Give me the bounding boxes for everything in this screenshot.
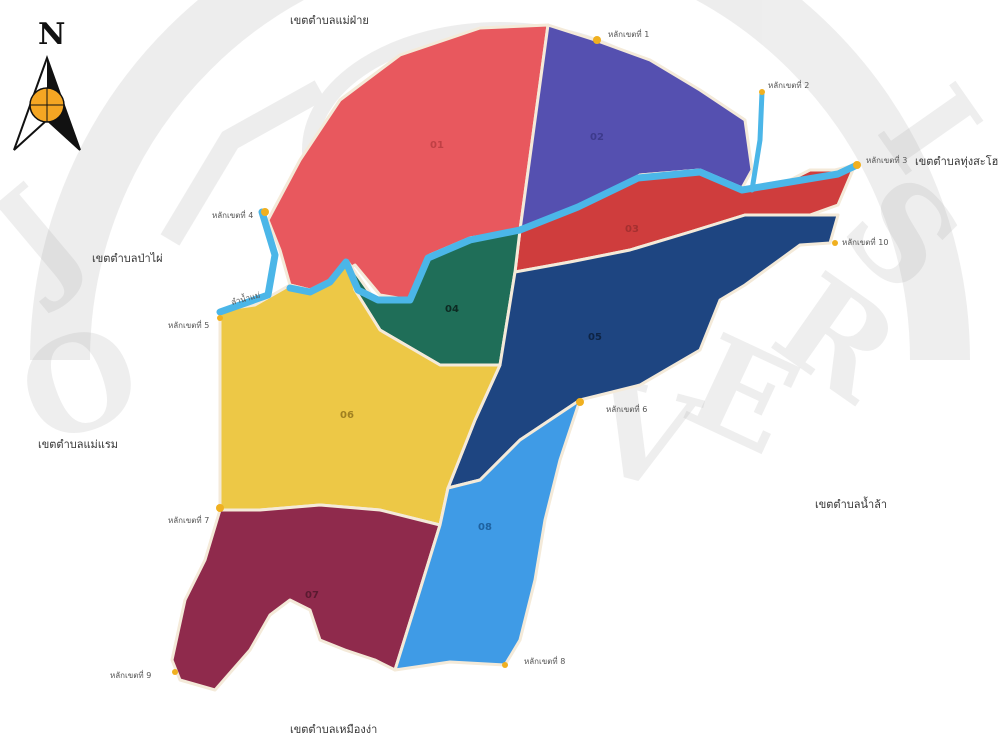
svg-text:หลักเขตที่ 10: หลักเขตที่ 10 [842,236,888,247]
svg-text:หลักเขตที่ 7: หลักเขตที่ 7 [168,514,209,525]
svg-text:เขตตำบลน้ำล้า: เขตตำบลน้ำล้า [815,496,887,511]
north-arrow-icon: N [13,17,81,151]
marker-1 [593,36,601,44]
svg-text:หลักเขตที่ 2: หลักเขตที่ 2 [768,79,809,90]
svg-text:02: 02 [590,132,604,143]
svg-text:เขตตำบลเหมืองง่า: เขตตำบลเหมืองง่า [290,723,377,736]
svg-text:07: 07 [305,590,319,601]
tributary-stream [749,89,765,193]
svg-text:เขตตำบลป่าไผ่: เขตตำบลป่าไผ่ [92,252,163,265]
marker-6 [576,398,584,406]
svg-text:เขตตำบลทุ่งสะโฮ: เขตตำบลทุ่งสะโฮ [915,154,998,168]
svg-text:06: 06 [340,410,354,421]
zone-08 [393,398,582,672]
svg-text:03: 03 [625,224,639,235]
svg-text:หลักเขตที่ 6: หลักเขตที่ 6 [606,403,647,414]
svg-text:เขตตำบลแม่ฝ่าย: เขตตำบลแม่ฝ่าย [290,14,369,27]
svg-text:หลักเขตที่ 5: หลักเขตที่ 5 [168,319,209,330]
svg-text:05: 05 [588,332,602,343]
marker-10 [832,240,838,246]
svg-text:หลักเขตที่ 4: หลักเขตที่ 4 [212,209,253,220]
marker-2 [759,89,765,95]
marker-8 [502,662,508,668]
marker-5 [217,315,223,321]
svg-text:หลักเขตที่ 9: หลักเขตที่ 9 [110,669,151,680]
zone-labels: 01 02 03 04 05 06 07 08 [305,132,639,601]
svg-text:เขตตำบลแม่แรม: เขตตำบลแม่แรม [38,438,118,451]
marker-9 [172,669,178,675]
marker-7 [216,504,224,512]
zone-07 [170,503,442,692]
zones [170,23,857,692]
marker-4 [261,208,269,216]
boundary-markers: หลักเขตที่ 1 หลักเขตที่ 2 หลักเขตที่ 3 ห… [110,28,907,680]
svg-text:01: 01 [430,140,444,151]
main-stream [216,162,859,316]
svg-text:หลักเขตที่ 8: หลักเขตที่ 8 [524,655,565,666]
marker-3 [853,161,861,169]
svg-text:หลักเขตที่ 3: หลักเขตที่ 3 [866,154,907,165]
svg-text:หลักเขตที่ 1: หลักเขตที่ 1 [608,28,649,39]
svg-text:04: 04 [445,304,459,315]
svg-text:08: 08 [478,522,492,533]
svg-text:N: N [38,17,65,52]
river [216,89,859,316]
